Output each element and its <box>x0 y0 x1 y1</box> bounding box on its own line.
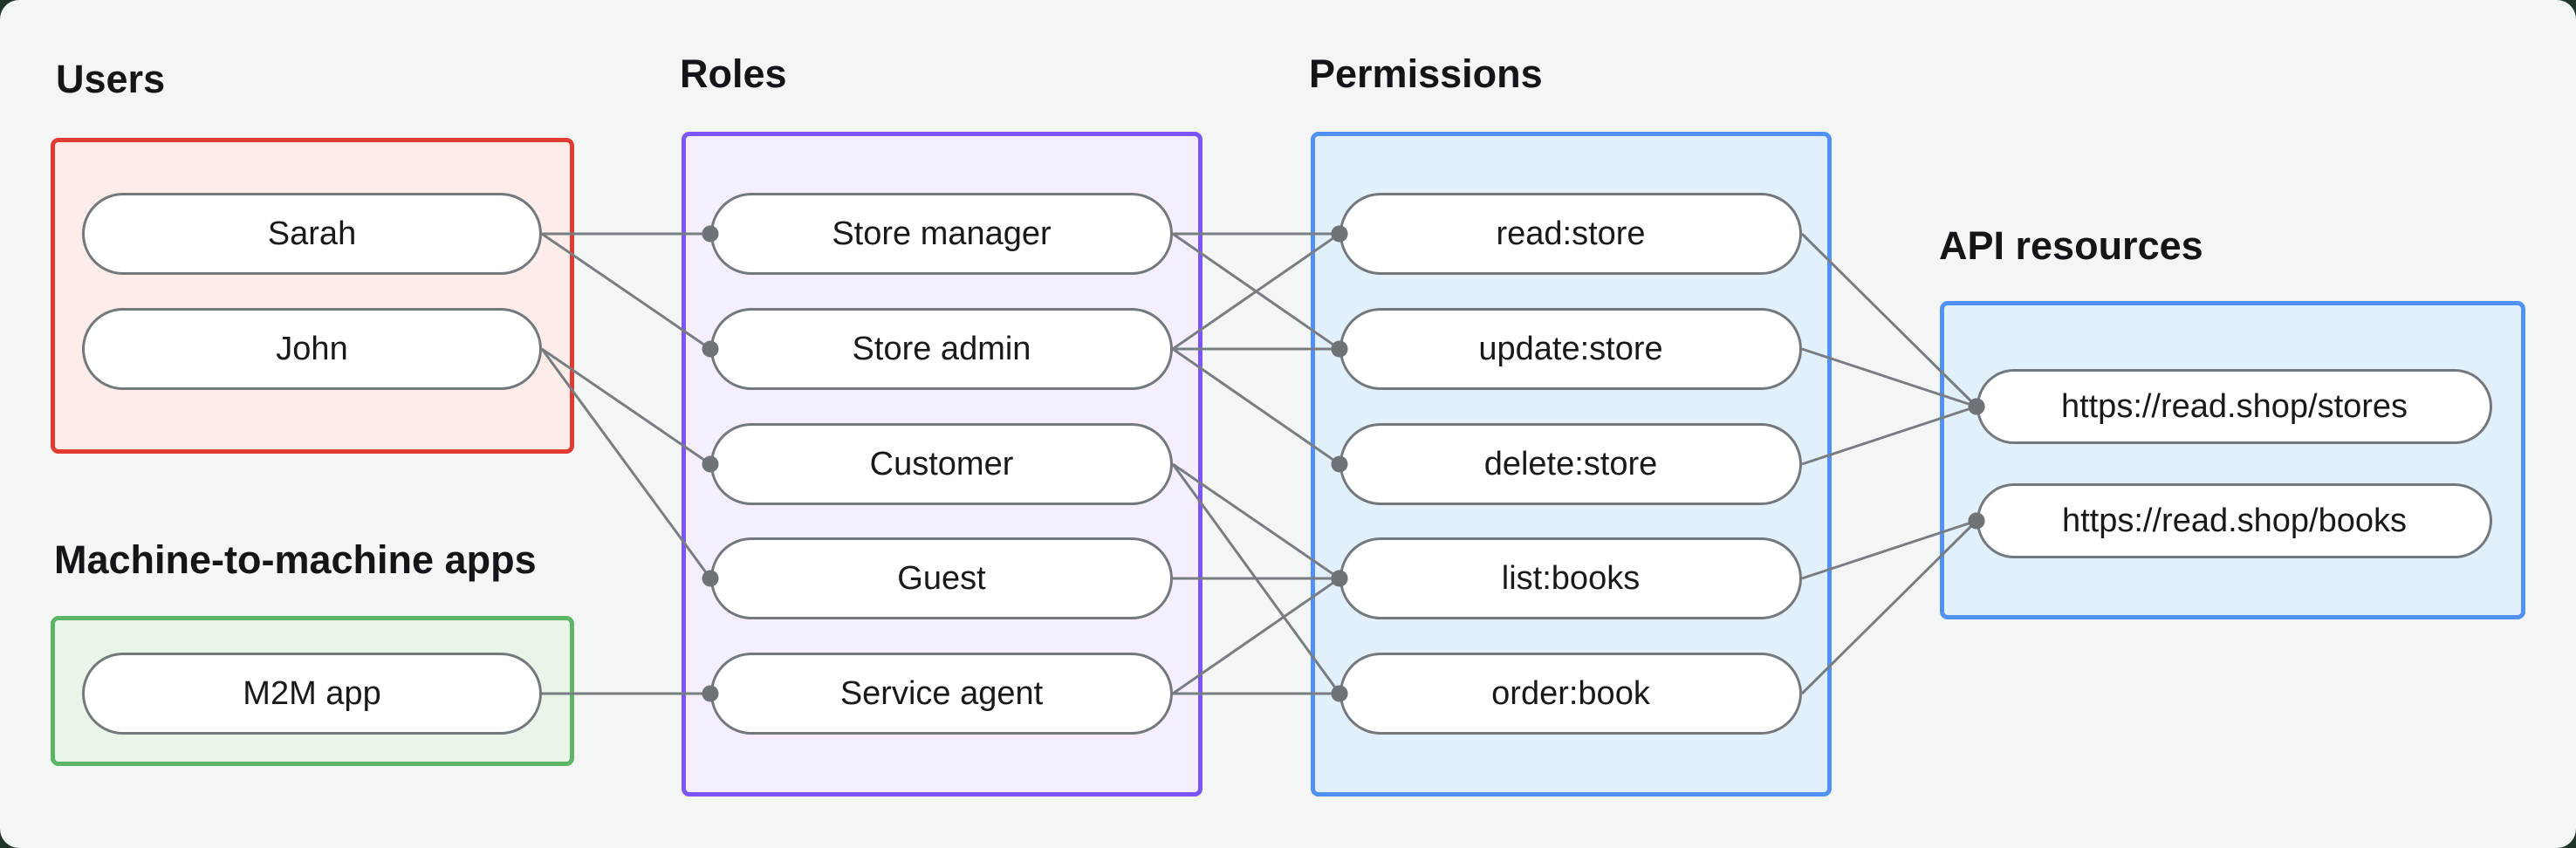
group-label-roles: Roles <box>680 51 787 96</box>
node-label-store-manager: Store manager <box>832 215 1052 252</box>
node-update-store: update:store <box>1339 308 1802 390</box>
node-res-books: https://read.shop/books <box>1977 483 2492 558</box>
group-label-api: API resources <box>1939 223 2203 268</box>
node-delete-store: delete:store <box>1339 423 1802 505</box>
node-label-customer: Customer <box>869 445 1014 482</box>
node-read-store: read:store <box>1339 193 1802 275</box>
group-box-api <box>1940 301 2525 619</box>
node-label-m2m-app: M2M app <box>243 674 381 712</box>
node-label-read-store: read:store <box>1496 215 1646 252</box>
group-label-m2m: Machine-to-machine apps <box>54 537 537 582</box>
node-store-admin: Store admin <box>710 308 1173 390</box>
node-service-agent: Service agent <box>710 653 1173 735</box>
node-john: John <box>82 308 542 390</box>
node-customer: Customer <box>710 423 1173 505</box>
node-label-list-books: list:books <box>1501 559 1641 597</box>
node-label-service-agent: Service agent <box>839 674 1044 712</box>
node-guest: Guest <box>710 537 1173 619</box>
node-label-guest: Guest <box>897 559 986 597</box>
node-label-john: John <box>276 330 348 367</box>
node-label-update-store: update:store <box>1478 330 1663 367</box>
node-sarah: Sarah <box>82 193 542 275</box>
group-label-permissions: Permissions <box>1309 51 1543 96</box>
node-label-order-book: order:book <box>1491 674 1650 712</box>
group-label-users: Users <box>56 57 166 101</box>
node-label-delete-store: delete:store <box>1483 445 1658 482</box>
node-res-stores: https://read.shop/stores <box>1977 369 2492 444</box>
group-box-users <box>51 138 574 454</box>
node-order-book: order:book <box>1339 653 1802 735</box>
node-list-books: list:books <box>1339 537 1802 619</box>
node-m2m-app: M2M app <box>82 653 542 735</box>
node-label-store-admin: Store admin <box>852 330 1031 367</box>
node-label-res-stores: https://read.shop/stores <box>2060 387 2408 425</box>
node-label-sarah: Sarah <box>267 215 357 252</box>
node-store-manager: Store manager <box>710 193 1173 275</box>
node-label-res-books: https://read.shop/books <box>2061 502 2408 539</box>
